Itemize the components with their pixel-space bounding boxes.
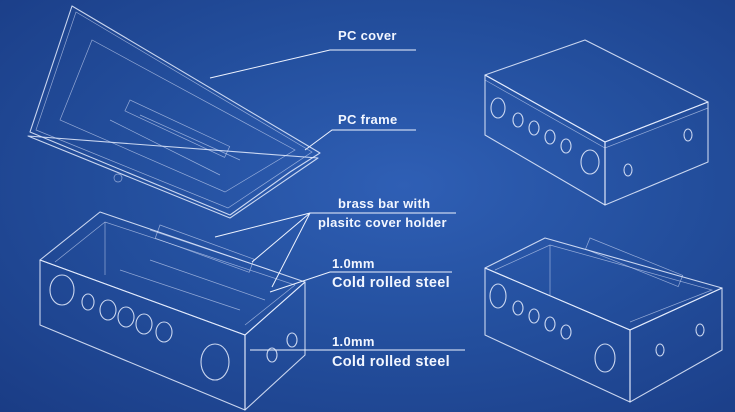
pc-cover-drawing [29, 5, 321, 216]
label-pc-frame: PC frame [338, 112, 398, 127]
label-steel-thickness-1: 1.0mm [332, 256, 375, 271]
open-box-small-drawing [484, 237, 723, 403]
label-steel-material-2: Cold rolled steel [332, 354, 450, 370]
leader-lines [209, 49, 465, 351]
open-box-drawing [39, 211, 306, 411]
label-pc-cover: PC cover [338, 28, 397, 43]
label-steel-thickness-2: 1.0mm [332, 334, 375, 349]
label-brass-bar-line1: brass bar with [338, 196, 431, 211]
closed-box-drawing [484, 39, 709, 206]
pc-frame-drawing [27, 99, 319, 219]
label-brass-bar-line2: plasitc cover holder [318, 215, 447, 230]
label-steel-material-1: Cold rolled steel [332, 275, 450, 291]
